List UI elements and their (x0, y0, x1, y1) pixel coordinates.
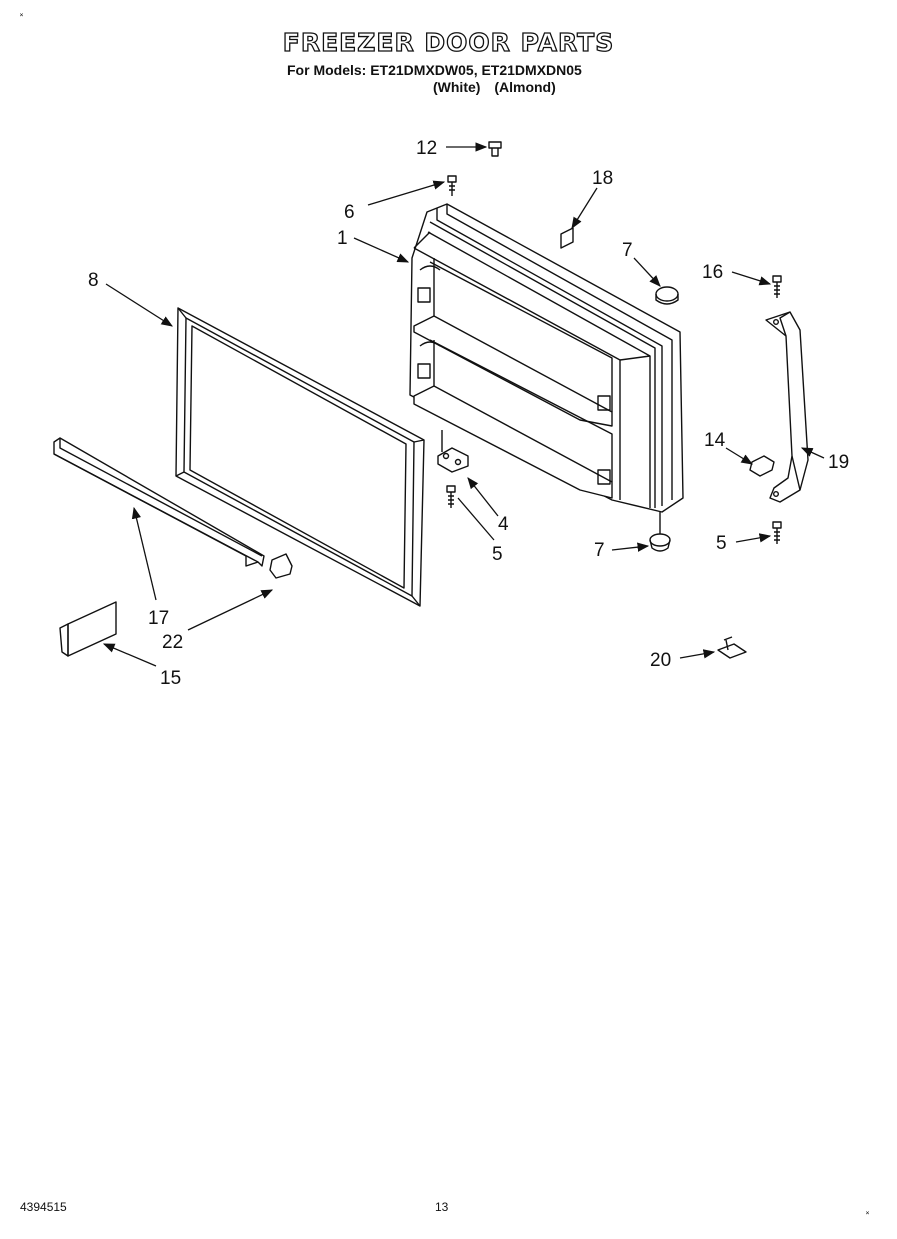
cap-part-7-top (655, 286, 679, 305)
clip-part-14 (749, 455, 775, 477)
callout-17: 17 (148, 608, 169, 629)
hinge-bracket-part-4 (437, 430, 469, 473)
callout-22: 22 (162, 632, 183, 653)
leader-22 (187, 589, 274, 631)
plug-part-12 (488, 141, 502, 157)
leader-7-bottom (611, 542, 650, 552)
bushing-part-7-bottom (649, 512, 671, 552)
page-title: FREEZER DOOR PARTS (282, 27, 615, 57)
leader-17 (131, 506, 157, 601)
end-cap-part-22 (269, 553, 293, 579)
leader-8 (105, 283, 173, 327)
handle-part-19 (765, 311, 809, 503)
color-white: (White) (433, 79, 481, 95)
door-liner-part (409, 203, 684, 513)
callout-12: 12 (416, 138, 437, 159)
leader-7-top (633, 257, 661, 287)
document-number: 4394515 (20, 1200, 67, 1214)
leader-14 (725, 447, 753, 465)
leader-16 (731, 271, 772, 286)
screw-part-5-right (772, 521, 782, 544)
callout-16: 16 (702, 262, 723, 283)
leader-20 (679, 649, 716, 659)
callout-20: 20 (650, 650, 671, 671)
leader-18 (571, 187, 598, 229)
trim-strip-part-17 (53, 437, 265, 567)
callout-5-left: 5 (492, 544, 503, 565)
tag-part-18 (560, 227, 574, 249)
callout-7-top: 7 (622, 240, 633, 261)
leader-5-right (735, 533, 772, 543)
callout-6: 6 (344, 202, 355, 223)
door-gasket-part-8 (175, 307, 425, 607)
leader-4 (467, 477, 499, 517)
label-part-15 (59, 601, 117, 657)
screw-part-5-left (446, 485, 456, 508)
callout-5-right: 5 (716, 533, 727, 554)
color-variants: (White) (Almond) (433, 79, 566, 95)
models-line: For Models: ET21DMXDW05, ET21DMXDN05 (287, 62, 582, 78)
screw-part-16 (772, 275, 782, 298)
callout-18: 18 (592, 168, 613, 189)
leader-19 (800, 447, 825, 459)
callout-8: 8 (88, 270, 99, 291)
corner-tick-top: ˟ (20, 12, 23, 22)
callout-15: 15 (160, 668, 181, 689)
leader-5-left (457, 497, 495, 541)
callout-4: 4 (498, 514, 509, 535)
bracket-part-20 (717, 636, 747, 659)
callout-14: 14 (704, 430, 726, 451)
leader-1 (353, 237, 410, 263)
leader-15 (102, 643, 157, 667)
callout-7-bottom: 7 (594, 540, 605, 561)
leader-6 (367, 180, 446, 206)
corner-tick-bottom: ˟ (866, 1210, 869, 1220)
callout-1: 1 (337, 228, 348, 249)
callout-19: 19 (828, 452, 849, 473)
screw-part-6 (447, 175, 457, 196)
color-almond: (Almond) (494, 79, 556, 95)
page-number: 13 (435, 1200, 449, 1214)
